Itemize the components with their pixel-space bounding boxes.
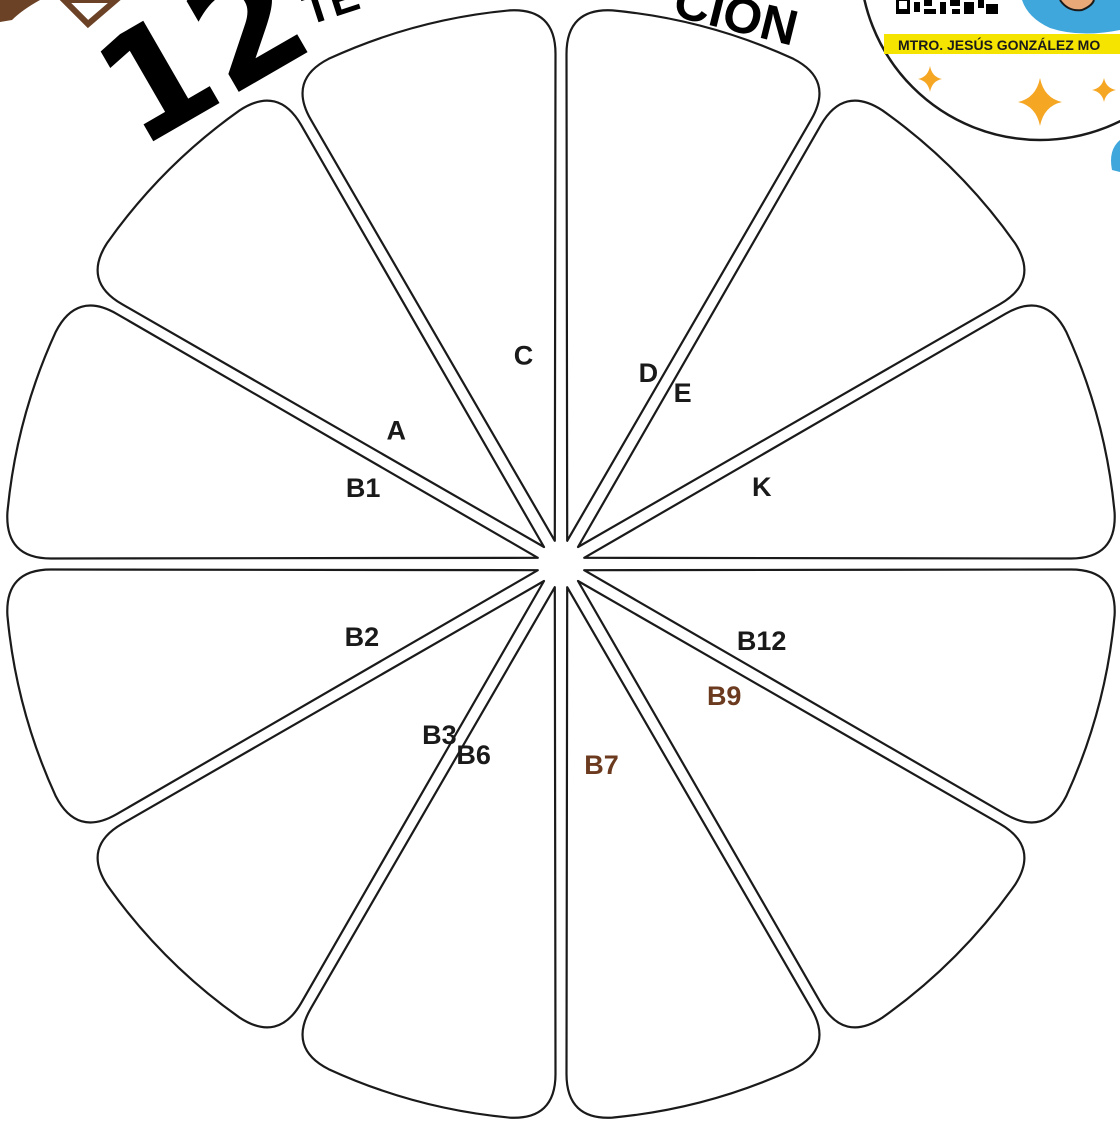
- wedge-label-k: K: [752, 472, 772, 502]
- wedge-label-c: C: [514, 340, 534, 370]
- qr-code-icon: [894, 0, 1006, 18]
- wedge-label-e: E: [674, 378, 692, 408]
- blue-arc-decoration: [1111, 140, 1120, 172]
- wedges-group: [7, 10, 1114, 1117]
- wedge-label-b1: B1: [346, 473, 381, 503]
- wedge-label-a: A: [386, 416, 406, 446]
- wedge-label-b3: B3: [422, 720, 457, 750]
- wedge-label-d: D: [639, 358, 659, 388]
- wedge-label-b9: B9: [707, 681, 742, 711]
- wedge-label-b7: B7: [584, 750, 619, 780]
- author-banner-text: MTRO. JESÚS GONZÁLEZ MO: [898, 36, 1100, 53]
- wedge-label-b6: B6: [456, 740, 491, 770]
- wedge-label-b12: B12: [737, 626, 787, 656]
- brown-frame-corner: [0, 0, 40, 22]
- wedge-label-b2: B2: [345, 622, 380, 652]
